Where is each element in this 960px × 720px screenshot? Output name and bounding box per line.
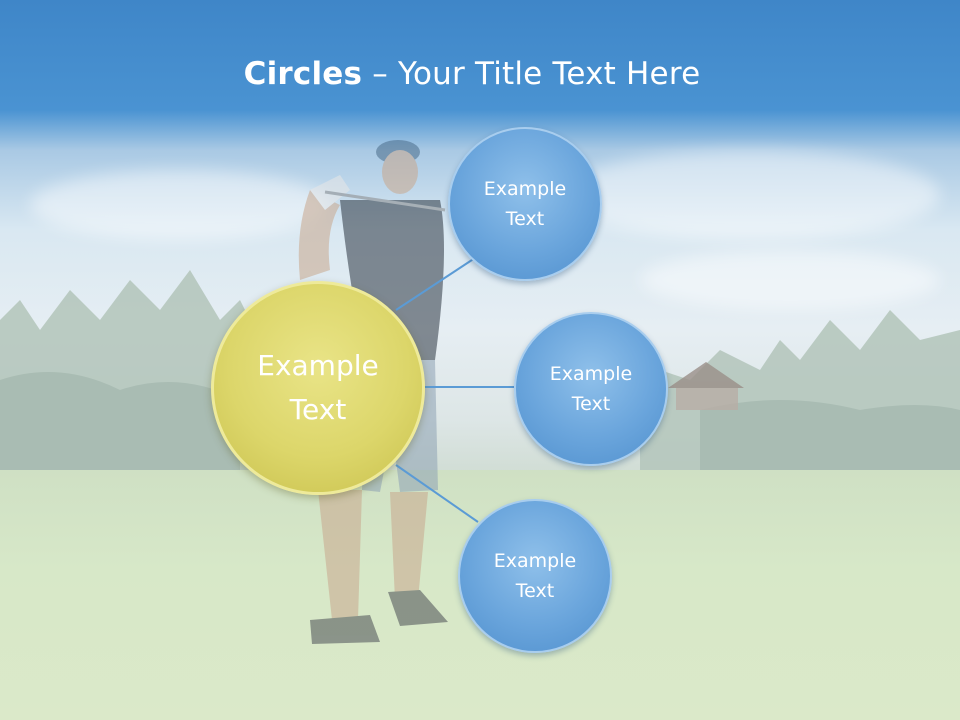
title-rest: – Your Title Text Here (362, 56, 701, 92)
outer-circle-line2: Text (571, 393, 611, 415)
connector-line (395, 255, 479, 311)
title-bold: Circles (243, 56, 363, 92)
outer-circle-middle[interactable]: Example Text (514, 312, 668, 466)
connector-line (395, 464, 479, 523)
page-title: Circles – Your Title Text Here (0, 56, 944, 92)
center-circle-line2: Text (289, 393, 347, 426)
cloud (560, 150, 940, 240)
outer-circle-line1: Example (493, 550, 577, 572)
outer-circle-line2: Text (515, 580, 555, 602)
outer-circle-bottom[interactable]: Example Text (458, 499, 612, 653)
cloud (640, 250, 940, 310)
center-circle-line1: Example (257, 349, 379, 382)
outer-circle-line1: Example (483, 178, 567, 200)
outer-circle-top[interactable]: Example Text (448, 127, 602, 281)
house (668, 362, 744, 410)
cloud (30, 170, 330, 240)
center-circle[interactable]: Example Text (211, 281, 425, 495)
outer-circle-line1: Example (549, 363, 633, 385)
outer-circle-line2: Text (505, 208, 545, 230)
